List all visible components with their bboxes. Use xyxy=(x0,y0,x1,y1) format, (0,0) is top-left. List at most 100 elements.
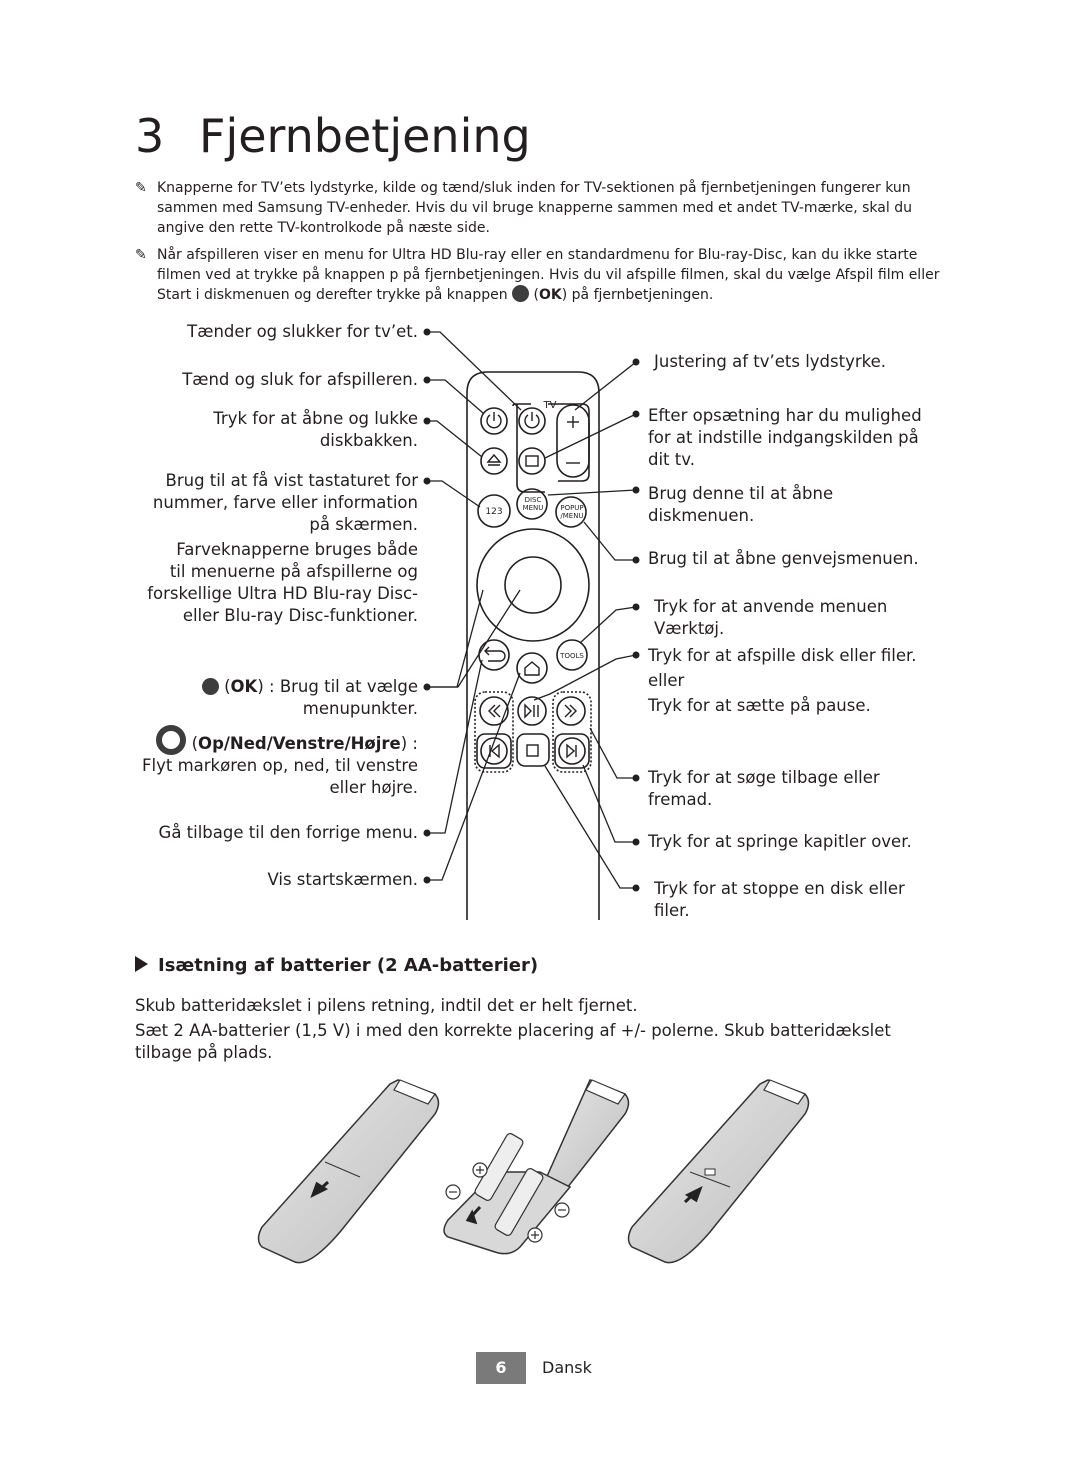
battery-heading-text: Isætning af batterier (2 AA-batterier) xyxy=(158,955,539,976)
direction-ring-icon xyxy=(156,725,187,755)
source-button xyxy=(518,447,546,475)
label-eject-line-1: Tryk for at åbne og lukke xyxy=(213,409,418,428)
label-123-line-3: på skærmen. xyxy=(309,515,418,534)
label-123-line-1: Brug til at få vist tastaturet for xyxy=(165,471,418,490)
label-ok: (OK) : Brug til at vælge menupunkter. xyxy=(201,676,418,720)
label-play-line-2: eller xyxy=(648,671,685,690)
pencil-note-icon: ✎ xyxy=(135,247,147,263)
btn-popup-label-2: /MENU xyxy=(560,512,583,520)
remote-diagram: TV 123 DISC MENU POPUP /MENU TOOLS xyxy=(423,328,640,920)
ok-button-icon xyxy=(512,285,530,302)
popup-menu-button xyxy=(555,496,587,528)
label-color-line-2: til menuerne på afspillerne og xyxy=(169,562,418,581)
battery-section-heading: Isætning af batterier (2 AA-batterier) xyxy=(135,955,538,976)
label-color-line-3: forskellige Ultra HD Blu-ray Disc- xyxy=(147,584,418,603)
remote-battery-insert xyxy=(443,1079,630,1255)
skip-back-button xyxy=(480,737,508,765)
btn-123-label: 123 xyxy=(485,507,502,517)
label-source-line-3: dit tv. xyxy=(648,450,695,469)
number-123-button xyxy=(477,494,511,528)
label-power-tv: Tænder og slukker for tv’et. xyxy=(187,322,418,341)
direction-suffix: : xyxy=(407,734,418,753)
fast-forward-button xyxy=(556,696,586,726)
eject-button xyxy=(480,447,508,475)
battery-para-2: Sæt 2 AA-batterier (1,5 V) i med den kor… xyxy=(135,1021,891,1062)
triangle-bullet-icon xyxy=(135,956,148,972)
direction-key: Op/Ned/Venstre/Højre xyxy=(198,734,401,753)
label-eject-line-2: diskbakken. xyxy=(319,431,418,450)
label-source-line-1: Efter opsætning har du mulighed xyxy=(648,406,922,425)
label-123-line-2: nummer, farve eller information xyxy=(152,493,418,512)
home-button xyxy=(516,652,548,684)
label-play-line-1: Tryk for at afspille disk eller filer. xyxy=(648,646,917,665)
label-color-line-1: Farveknapperne bruges både xyxy=(176,540,418,559)
note-1: ✎ Knapperne for TV’ets lydstyrke, kilde … xyxy=(135,178,945,240)
tv-group-label: TV xyxy=(543,400,557,411)
ok-button xyxy=(504,556,562,614)
label-source-line-2: for at indstille indgangskilden på xyxy=(648,428,919,447)
label-play-line-3: Tryk for at sætte på pause. xyxy=(648,696,871,715)
note-2-text-after: på fjernbetjeningen. xyxy=(567,287,714,303)
btn-disc-label-1: DISC xyxy=(525,496,542,504)
remote-cover-removing xyxy=(257,1079,440,1264)
label-tools: Tryk for at anvende menuen Værktøj. xyxy=(654,596,887,640)
disc-menu-button xyxy=(516,488,548,520)
chapter-title: 3 Fjernbetjening xyxy=(135,108,531,164)
volume-rocker xyxy=(556,404,590,478)
ok-button-icon xyxy=(201,678,219,695)
note-2-text-before: Når afspilleren viser en menu for Ultra … xyxy=(157,247,940,303)
btn-disc-label-2: MENU xyxy=(523,504,544,512)
label-direction-line-2: eller højre. xyxy=(329,778,418,797)
note-1-text: Knapperne for TV’ets lydstyrke, kilde og… xyxy=(157,180,912,236)
label-ok-line-1: : Brug til at vælge xyxy=(263,677,418,696)
ok-key: OK xyxy=(230,677,258,696)
label-stop-line-2: filer. xyxy=(654,901,690,920)
label-play-pause: Tryk for at afspille disk eller filer. e… xyxy=(648,645,917,717)
label-ok-line-2: menupunkter. xyxy=(302,699,418,718)
label-stop-line-1: Tryk for at stoppe en disk eller xyxy=(654,879,905,898)
label-back: Gå tilbage til den forrige menu. xyxy=(158,823,418,842)
label-volume: Justering af tv’ets lydstyrke. xyxy=(654,352,886,371)
label-search-line-2: fremad. xyxy=(648,790,713,809)
power-player-button xyxy=(480,407,508,435)
chapter-title-text: Fjernbetjening xyxy=(199,109,531,163)
label-popup: Brug til at åbne genvejsmenuen. xyxy=(648,549,919,568)
remote-cover-closing xyxy=(627,1079,810,1264)
label-tools-line-1: Tryk for at anvende menuen xyxy=(654,597,888,616)
label-eject: Tryk for at åbne og lukke diskbakken. xyxy=(213,408,418,452)
label-disc-line-1: Brug denne til at åbne xyxy=(648,484,834,503)
ok-key-label: OK xyxy=(538,287,562,303)
label-123: Brug til at få vist tastaturet for numme… xyxy=(153,470,418,536)
pencil-note-icon: ✎ xyxy=(135,180,147,196)
stop-button xyxy=(516,733,550,767)
leader-lines xyxy=(427,331,637,889)
power-tv-button xyxy=(518,407,546,435)
note-2-text: Når afspilleren viser en menu for Ultra … xyxy=(157,247,940,303)
label-disc-line-2: diskmenuen. xyxy=(648,506,755,525)
label-direction: (Op/Ned/Venstre/Højre) : Flyt markøren o… xyxy=(142,725,418,799)
label-stop: Tryk for at stoppe en disk eller filer. xyxy=(654,878,905,922)
note-2: ✎ Når afspilleren viser en menu for Ultr… xyxy=(135,245,945,307)
page-number: 6 xyxy=(476,1352,526,1384)
label-direction-line-1: Flyt markøren op, ned, til venstre xyxy=(142,756,418,775)
rewind-button xyxy=(479,696,509,726)
skip-forward-button xyxy=(558,737,586,765)
label-tools-line-2: Værktøj. xyxy=(654,619,725,638)
label-color-line-4: eller Blu-ray Disc-funktioner. xyxy=(182,606,418,625)
label-disc-menu: Brug denne til at åbne diskmenuen. xyxy=(648,483,833,527)
battery-illustrations xyxy=(257,1079,810,1264)
btn-popup-label-1: POPUP xyxy=(560,504,583,512)
tools-button xyxy=(556,639,588,671)
nav-ring xyxy=(476,528,590,642)
battery-para-1: Skub batteridækslet i pilens retning, in… xyxy=(135,996,638,1015)
label-home: Vis startskærmen. xyxy=(267,870,418,889)
label-power-player: Tænd og sluk for afspilleren. xyxy=(182,370,418,389)
label-skip: Tryk for at springe kapitler over. xyxy=(648,832,912,851)
label-source: Efter opsætning har du mulighed for at i… xyxy=(648,405,922,471)
label-search-line-1: Tryk for at søge tilbage eller xyxy=(648,768,880,787)
btn-tools-label: TOOLS xyxy=(559,652,584,660)
label-search: Tryk for at søge tilbage eller fremad. xyxy=(648,767,880,811)
remote-outline xyxy=(466,371,600,920)
play-pause-button xyxy=(517,696,547,726)
chapter-number: 3 xyxy=(135,109,165,163)
